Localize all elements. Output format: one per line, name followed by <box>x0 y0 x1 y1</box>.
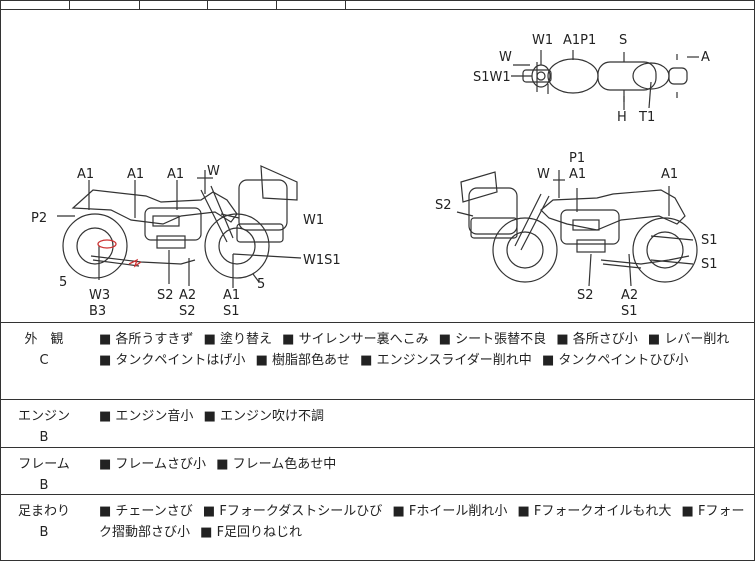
label-right-p1: P1 <box>569 151 585 166</box>
damage-marks <box>97 239 142 268</box>
list-item: タンクペイントはげ小 <box>99 353 245 368</box>
right-side-motorcycle <box>456 170 698 287</box>
section-row-engine: エンジン B エンジン音小 エンジン吹け不調 <box>1 400 754 448</box>
section-items: フレームさび小 フレーム色あせ中 <box>87 448 754 494</box>
label-right-s2b: S2 <box>577 288 594 303</box>
label-left-a1-2: A1 <box>127 167 144 182</box>
section-grade: C <box>39 353 49 368</box>
label-left-a1-3: A1 <box>167 167 184 182</box>
section-grade: B <box>39 525 49 540</box>
label-top-s: S <box>619 33 627 48</box>
list-item: Fフォークダストシールひび <box>203 504 382 519</box>
label-left-w3: W3 <box>89 288 110 303</box>
section-items: チェーンさび Fフォークダストシールひび Fホイール削れ小 Fフォークオイルもれ… <box>87 495 754 561</box>
list-item: タンクペイントひび小 <box>542 353 688 368</box>
list-item: サイレンサー裏へこみ <box>282 332 428 347</box>
label-top-t1: T1 <box>638 110 655 125</box>
label-left-5a: 5 <box>59 275 67 290</box>
label-left-w: W <box>207 164 220 179</box>
list-item: エンジンスライダー削れ中 <box>360 353 532 368</box>
label-left-s2a: S2 <box>157 288 174 303</box>
section-category: 外 観 C <box>1 323 87 399</box>
section-category: フレーム B <box>1 448 87 494</box>
label-top-w1: W1 <box>532 33 553 48</box>
top-table-strip <box>1 1 754 10</box>
list-item: エンジン吹け不調 <box>204 409 324 424</box>
list-item: フレーム色あせ中 <box>216 457 336 472</box>
label-top-w: W <box>499 50 512 65</box>
section-name: フレーム <box>18 457 70 472</box>
label-left-w1: W1 <box>303 213 324 228</box>
list-item: エンジン音小 <box>99 409 193 424</box>
label-top-a1p1: A1P1 <box>563 33 596 48</box>
section-category: 足まわり B <box>1 495 87 561</box>
label-left-5b: 5 <box>257 277 265 292</box>
label-left-a1-4: A1 <box>223 288 240 303</box>
label-left-a2: A2 <box>179 288 196 303</box>
list-item: 樹脂部色あせ <box>256 353 350 368</box>
section-row-frame: フレーム B フレームさび小 フレーム色あせ中 <box>1 448 754 495</box>
inspection-table: 外 観 C 各所うすきず 塗り替え サイレンサー裏へこみ シート張替不良 各所さ… <box>1 323 754 561</box>
section-row-exterior: 外 観 C 各所うすきず 塗り替え サイレンサー裏へこみ シート張替不良 各所さ… <box>1 323 754 400</box>
motorcycle-diagrams-svg: W1 A1P1 S W A S1W1 H T1 A1 A1 A1 W P2 W1… <box>31 33 718 319</box>
section-items: 各所うすきず 塗り替え サイレンサー裏へこみ シート張替不良 各所さび小 レバー… <box>87 323 754 399</box>
label-left-a1-1: A1 <box>77 167 94 182</box>
list-item: F足回りねじれ <box>200 525 302 540</box>
label-left-b3: B3 <box>89 304 106 319</box>
list-item: シート張替不良 <box>439 332 546 347</box>
section-grade: B <box>39 478 49 493</box>
label-top-h: H <box>617 110 627 125</box>
list-item: Fフォークオイルもれ大 <box>518 504 672 519</box>
label-left-s1: S1 <box>223 304 240 319</box>
left-side-motorcycle <box>57 165 302 288</box>
section-name: 足まわり <box>17 504 70 519</box>
damage-diagram: W1 A1P1 S W A S1W1 H T1 A1 A1 A1 W P2 W1… <box>1 10 754 323</box>
label-right-s1-1: S1 <box>701 233 718 248</box>
label-right-s1-3: S1 <box>621 304 638 319</box>
label-right-w: W <box>537 167 550 182</box>
section-row-suspension: 足まわり B チェーンさび Fフォークダストシールひび Fホイール削れ小 Fフォ… <box>1 495 754 561</box>
section-name: 外 観 <box>24 332 64 347</box>
label-left-p2: P2 <box>31 211 47 226</box>
section-items: エンジン音小 エンジン吹け不調 <box>87 400 754 447</box>
top-view-motorcycle <box>511 50 699 110</box>
label-top-a: A <box>701 50 710 65</box>
label-right-s1-2: S1 <box>701 257 718 272</box>
label-right-s2a: S2 <box>435 198 452 213</box>
label-left-s2b: S2 <box>179 304 196 319</box>
list-item: 各所うすきず <box>99 332 193 347</box>
section-grade: B <box>39 430 49 445</box>
list-item: 各所さび小 <box>556 332 637 347</box>
section-name: エンジン <box>17 409 70 424</box>
list-item: フレームさび小 <box>99 457 206 472</box>
label-right-a1-1: A1 <box>569 167 586 182</box>
label-top-s1w1: S1W1 <box>473 70 511 85</box>
list-item: 塗り替え <box>204 332 272 347</box>
list-item: レバー削れ <box>648 332 729 347</box>
section-category: エンジン B <box>1 400 87 447</box>
list-item: チェーンさび <box>99 504 193 519</box>
list-item: Fホイール削れ小 <box>392 504 507 519</box>
label-right-a1-2: A1 <box>661 167 678 182</box>
label-left-w1s1: W1S1 <box>303 253 341 268</box>
label-right-a2: A2 <box>621 288 638 303</box>
